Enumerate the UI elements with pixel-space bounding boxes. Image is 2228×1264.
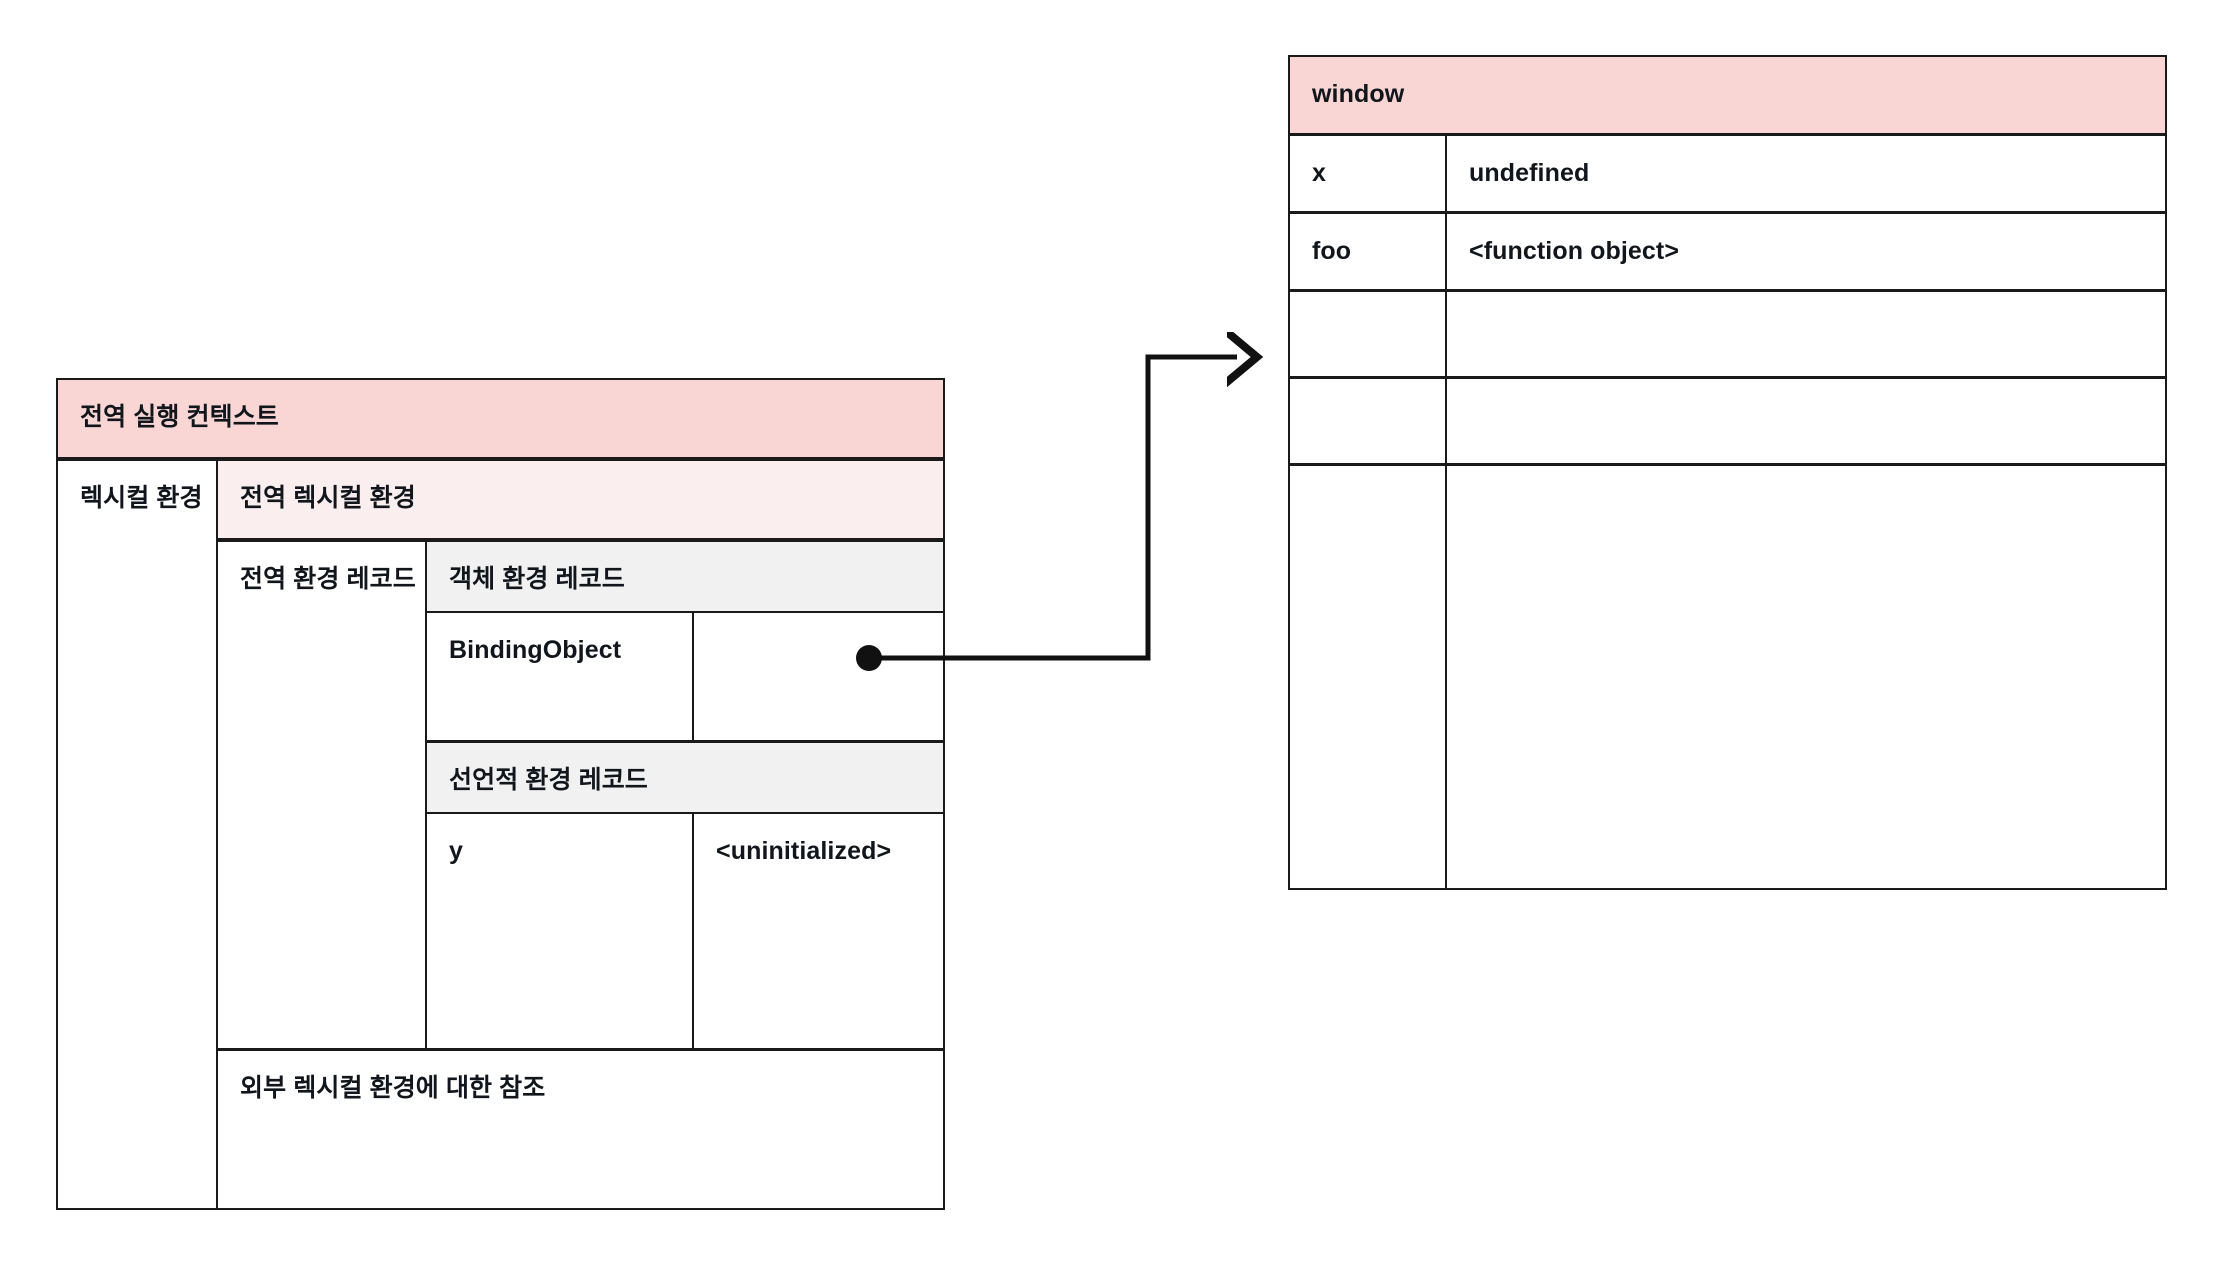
window-row-value-label: <function object> <box>1469 237 1680 265</box>
declarative-record-value-label: <uninitialized> <box>716 837 892 865</box>
outer-lexical-environment-reference-label: 외부 렉시컬 환경에 대한 참조 <box>240 1074 546 1102</box>
global-environment-record-label: 전역 환경 레코드 <box>240 565 416 593</box>
window-row-key-label: foo <box>1312 237 1352 265</box>
global-lexical-environment-header: 전역 렉시컬 환경 <box>216 459 945 540</box>
object-environment-record-header: 객체 환경 레코드 <box>425 540 945 613</box>
binding-object-key-cell: BindingObject <box>425 611 694 742</box>
window-row-key-label <box>1290 379 1445 401</box>
declarative-environment-record-label: 선언적 환경 레코드 <box>449 766 648 794</box>
window-row-value-cell: undefined <box>1445 134 2167 213</box>
global-lexical-environment-label: 전역 렉시컬 환경 <box>240 484 416 512</box>
binding-object-key-label: BindingObject <box>449 636 622 664</box>
declarative-record-key-cell: y <box>425 812 694 1050</box>
lexical-environment-label: 렉시컬 환경 <box>80 484 203 512</box>
window-row-key-label <box>1290 292 1445 314</box>
window-row-key-cell <box>1288 290 1447 378</box>
execution-context-header: 전역 실행 컨텍스트 <box>56 378 945 459</box>
window-row-value-label <box>1447 466 2165 488</box>
window-row-value-cell: <function object> <box>1445 212 2167 291</box>
declarative-environment-record-header: 선언적 환경 레코드 <box>425 741 945 814</box>
object-environment-record-label: 객체 환경 레코드 <box>449 565 625 593</box>
outer-lexical-environment-reference-cell: 외부 렉시컬 환경에 대한 참조 <box>216 1049 945 1210</box>
window-row-key-label: x <box>1312 159 1327 187</box>
execution-context-header-label: 전역 실행 컨텍스트 <box>80 403 279 431</box>
binding-object-value-label <box>694 613 943 635</box>
declarative-record-key-label: y <box>449 837 464 865</box>
window-header: window <box>1288 55 2167 135</box>
window-header-label: window <box>1312 80 1405 108</box>
window-row-key-cell: x <box>1288 134 1447 213</box>
lexical-environment-column: 렉시컬 환경 <box>56 459 218 1210</box>
window-row-key-cell <box>1288 377 1447 465</box>
binding-object-value-cell <box>692 611 945 742</box>
window-row-value-cell <box>1445 464 2167 890</box>
window-row-key-cell: foo <box>1288 212 1447 291</box>
window-row-value-label <box>1447 379 2165 401</box>
window-row-value-label: undefined <box>1469 159 1590 187</box>
window-row-key-cell <box>1288 464 1447 890</box>
window-row-value-cell <box>1445 290 2167 378</box>
window-row-value-label <box>1447 292 2165 314</box>
global-environment-record-column: 전역 환경 레코드 <box>216 540 427 1050</box>
window-row-key-label <box>1290 466 1445 488</box>
window-row-value-cell <box>1445 377 2167 465</box>
declarative-record-value-cell: <uninitialized> <box>692 812 945 1050</box>
